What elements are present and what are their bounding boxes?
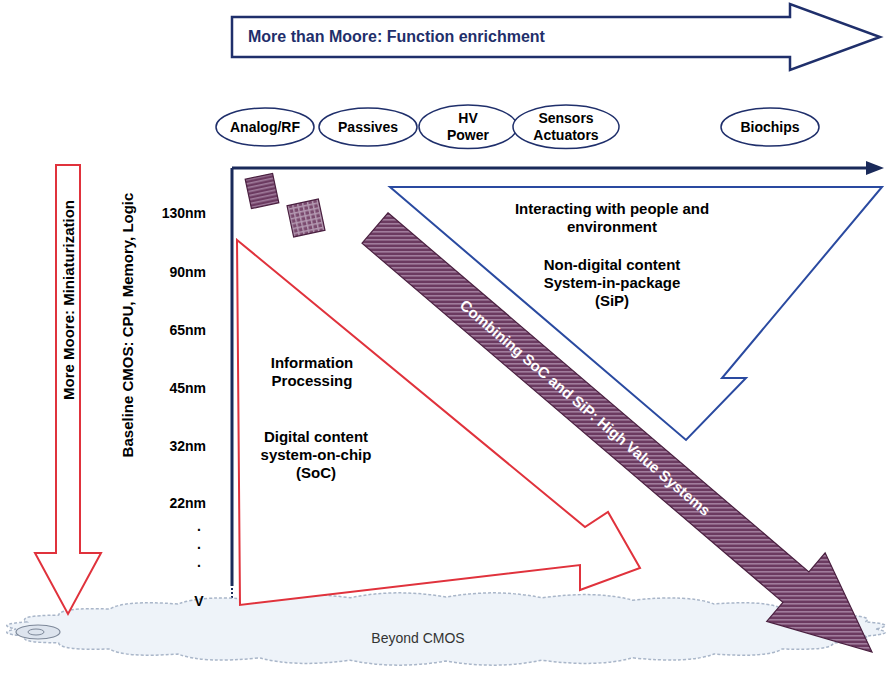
text-holder: Beyond CMOS: [371, 630, 464, 647]
node-size: 45nm: [169, 380, 206, 397]
text-holder: More Moore: Miniaturization: [61, 200, 76, 400]
node-text: Digital content system-on-chip (SoC): [249, 428, 384, 482]
label-holder: Baseline CMOS: CPU, Memory, Logic: [119, 193, 137, 458]
node-size: 90nm: [169, 264, 206, 281]
function-ellipse-outline: [721, 108, 819, 146]
combining-band-arrow: Combining SoC and SiP: High Value System…: [340, 195, 886, 673]
node-size: 65nm: [169, 322, 206, 339]
checked-square: [287, 199, 325, 237]
text-holder: Interacting with people and environment: [515, 200, 710, 236]
axis-arrowhead: [866, 161, 884, 175]
text-holder: HV Power: [443, 110, 493, 144]
label-holder: 22nm: [169, 495, 206, 512]
label-holder: 65nm: [169, 322, 206, 339]
text-holder: Biochips: [740, 119, 799, 136]
axis-label: Baseline CMOS: CPU, Memory, Logic: [119, 193, 137, 458]
function-ellipse-outline: [216, 108, 314, 146]
node-text: Information Processing: [252, 354, 372, 390]
node-text: More than Moore: Function enrichment: [248, 27, 545, 46]
label-holder: .: [197, 554, 201, 571]
node-text: Passives: [338, 119, 398, 136]
node-text: Biochips: [740, 119, 799, 136]
text-holder: Digital content system-on-chip (SoC): [249, 428, 384, 482]
label-holder: V: [194, 593, 203, 610]
label-holder: 32nm: [169, 438, 206, 455]
text-holder: Non-digital content System-in-package (S…: [535, 256, 690, 310]
node-text: Combining SoC and SiP: High Value System…: [457, 296, 715, 520]
text-holder: Information Processing: [252, 354, 372, 390]
function-enrichment-arrow-outline: [232, 4, 880, 70]
striped-square: [245, 173, 279, 208]
text-holder: Sensors Actuators: [527, 110, 605, 144]
text-holder: Analog/RF: [230, 119, 300, 136]
function-ellipse: Biochips: [720, 107, 820, 147]
node-text: More Moore: Miniaturization: [61, 200, 76, 400]
text-holder: Passives: [338, 119, 398, 136]
function-enrichment-arrow: More than Moore: Function enrichment: [228, 0, 886, 76]
horizontal-axis: [232, 167, 868, 170]
function-ellipse-outline: [319, 108, 417, 146]
cloud-outline: [7, 593, 886, 665]
function-ellipse: Analog/RF: [215, 107, 315, 147]
continuation-dot: .: [197, 518, 201, 535]
node-size: 32nm: [169, 438, 206, 455]
node-text: Beyond CMOS: [371, 630, 464, 647]
continuation-dot: .: [197, 554, 201, 571]
function-ellipse-outline: [419, 105, 517, 149]
node-size: 130nm: [162, 205, 206, 222]
node-text: HV Power: [443, 110, 493, 144]
disc-symbol: [28, 629, 44, 635]
node-text: Sensors Actuators: [527, 110, 605, 144]
disc-symbol: [16, 625, 60, 639]
label-holder: .: [197, 536, 201, 553]
label-holder: 130nm: [162, 205, 206, 222]
label-holder: 45nm: [169, 380, 206, 397]
vertical-axis: [231, 168, 234, 586]
node-text: Non-digital content System-in-package (S…: [535, 256, 690, 310]
node-size: 22nm: [169, 495, 206, 512]
text-holder: More than Moore: Function enrichment: [248, 27, 545, 46]
label-holder: .: [197, 518, 201, 535]
axis-arrow-letter: V: [194, 593, 203, 610]
text-holder: Combining SoC and SiP: High Value System…: [457, 296, 715, 520]
miniaturization-arrow-outline: [35, 165, 101, 614]
function-ellipse: Sensors Actuators: [512, 104, 620, 150]
function-ellipse-outline: [513, 105, 619, 149]
continuation-dot: .: [197, 536, 201, 553]
label-holder: 90nm: [169, 264, 206, 281]
node-text: Interacting with people and environment: [515, 200, 710, 236]
beyond-cmos-cloud: Beyond CMOS: [10, 586, 882, 668]
function-ellipse: Passives: [318, 107, 418, 147]
function-ellipse: HV Power: [418, 104, 518, 150]
shape-layer: [10, 586, 882, 668]
node-text: Analog/RF: [230, 119, 300, 136]
combining-band-arrow-outline: [362, 213, 872, 652]
miniaturization-arrow: More Moore: Miniaturization: [30, 160, 110, 620]
